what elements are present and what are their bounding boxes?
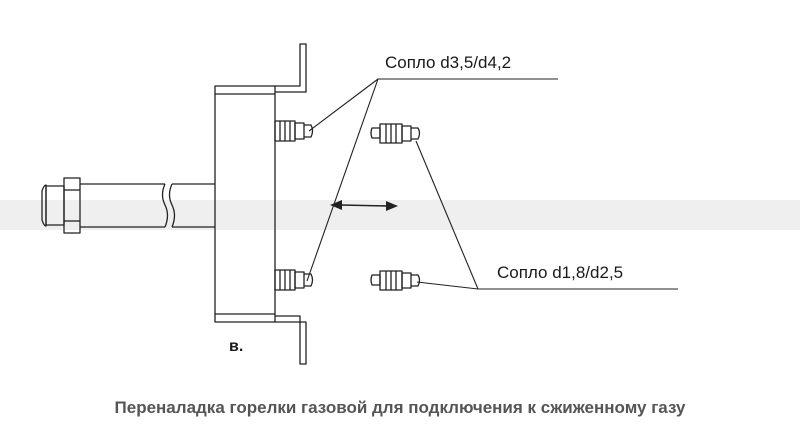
figure-caption: Переналадка горелки газовой для подключе…	[114, 398, 686, 417]
installed-nozzle-top	[274, 120, 314, 142]
label-nozzle-small: Сопло d1,8/d2,5	[497, 263, 623, 282]
label-nozzle-large: Сопло d3,5/d4,2	[385, 53, 511, 72]
label-view: в.	[229, 338, 243, 355]
replacement-nozzle-top	[370, 123, 421, 144]
swap-arrow	[330, 200, 398, 211]
watermark-band	[0, 200, 800, 230]
installed-nozzle-bottom	[274, 269, 314, 291]
replacement-nozzle-bottom	[370, 270, 421, 291]
gas-pipe	[41, 177, 215, 234]
leader-lines	[306, 78, 678, 290]
burner-body	[214, 43, 307, 365]
